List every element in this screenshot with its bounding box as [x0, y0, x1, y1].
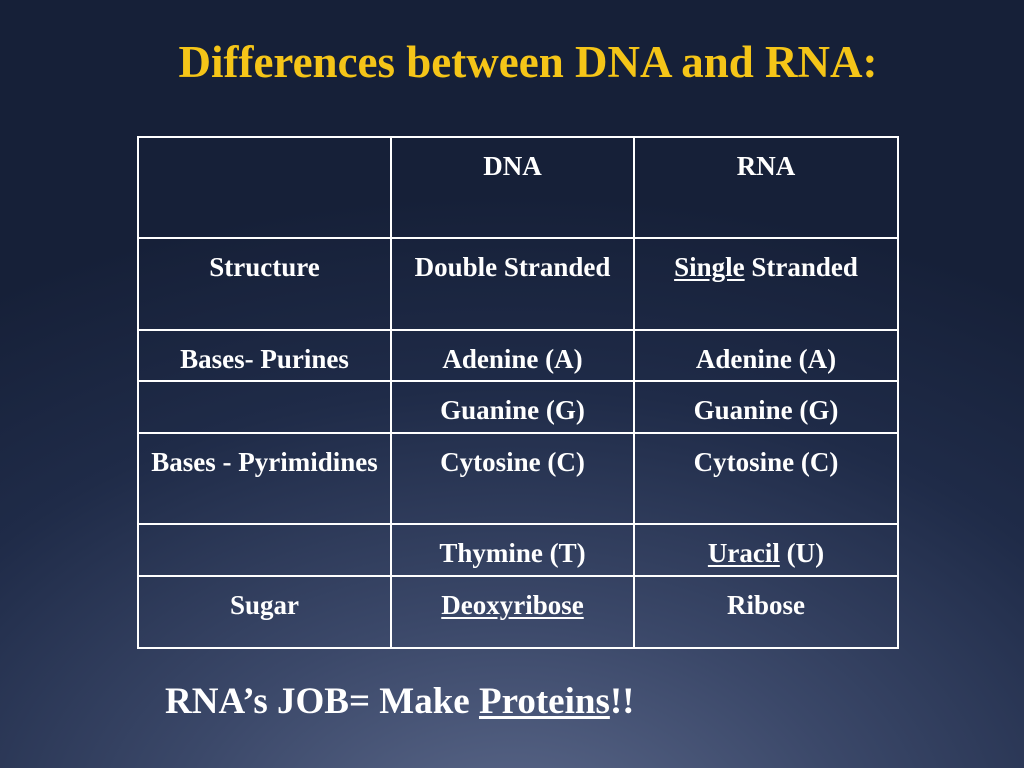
rna-job-statement: RNA’s JOB= Make Proteins!! — [165, 680, 635, 724]
rna-pyrimidine-cytosine: Cytosine (C) — [633, 432, 899, 525]
row-label-sugar: Sugar — [137, 575, 392, 649]
table-row-structure: Structure Double Stranded Single Strande… — [137, 237, 899, 331]
dna-sugar-cell: Deoxyribose — [390, 575, 635, 649]
dna-rna-comparison-table: DNA RNA Structure Double Stranded Single… — [137, 136, 899, 649]
dna-structure-cell: Double Stranded — [390, 237, 635, 331]
rna-job-proteins: Proteins — [478, 681, 610, 722]
table-row-thymine-uracil: Thymine (T) Uracil (U) — [137, 523, 899, 577]
dna-pyrimidine-thymine: Thymine (T) — [390, 523, 635, 577]
header-dna: DNA — [390, 136, 635, 239]
rna-sugar-ribose: Ribose — [633, 575, 899, 649]
dna-purine-adenine: Adenine (A) — [390, 329, 635, 382]
dna-purine-guanine: Guanine (G) — [390, 380, 635, 434]
table-row-purines: Bases- Purines Adenine (A) Adenine (A) — [137, 329, 899, 382]
table-row-guanine: Guanine (G) Guanine (G) — [137, 380, 899, 434]
dna-pyrimidine-cytosine: Cytosine (C) — [390, 432, 635, 525]
table-row-pyrimidines: Bases - Pyrimidines Cytosine (C) Cytosin… — [137, 432, 899, 525]
row-label-empty-thymine — [137, 523, 392, 577]
rna-purine-guanine: Guanine (G) — [633, 380, 899, 434]
dna-structure-value: Double Stranded — [414, 252, 611, 282]
rna-purine-adenine: Adenine (A) — [633, 329, 899, 382]
row-label-structure: Structure — [137, 237, 392, 331]
dna-sugar-deoxyribose: Deoxyribose — [441, 590, 584, 620]
rna-structure-emphasis: Single — [674, 252, 745, 282]
slide-title: Differences between DNA and RNA: — [178, 37, 878, 87]
rna-pyrimidine-uracil-cell: Uracil (U) — [633, 523, 899, 577]
rna-uracil-emphasis: Uracil — [707, 538, 780, 568]
row-label-pyrimidines: Bases - Pyrimidines — [137, 432, 392, 525]
row-label-empty-guanine — [137, 380, 392, 434]
rna-job-prefix: RNA’s JOB= Make — [165, 681, 479, 722]
row-label-purines: Bases- Purines — [137, 329, 392, 382]
rna-structure-cell: Single Stranded — [633, 237, 899, 331]
rna-structure-rest: Stranded — [744, 252, 858, 282]
table-row-sugar: Sugar Deoxyribose Ribose — [137, 575, 899, 649]
header-corner-cell — [137, 136, 392, 239]
table-header-row: DNA RNA — [137, 136, 899, 239]
rna-uracil-rest: (U) — [779, 538, 825, 568]
rna-job-suffix: !! — [609, 681, 635, 722]
header-rna: RNA — [633, 136, 899, 239]
